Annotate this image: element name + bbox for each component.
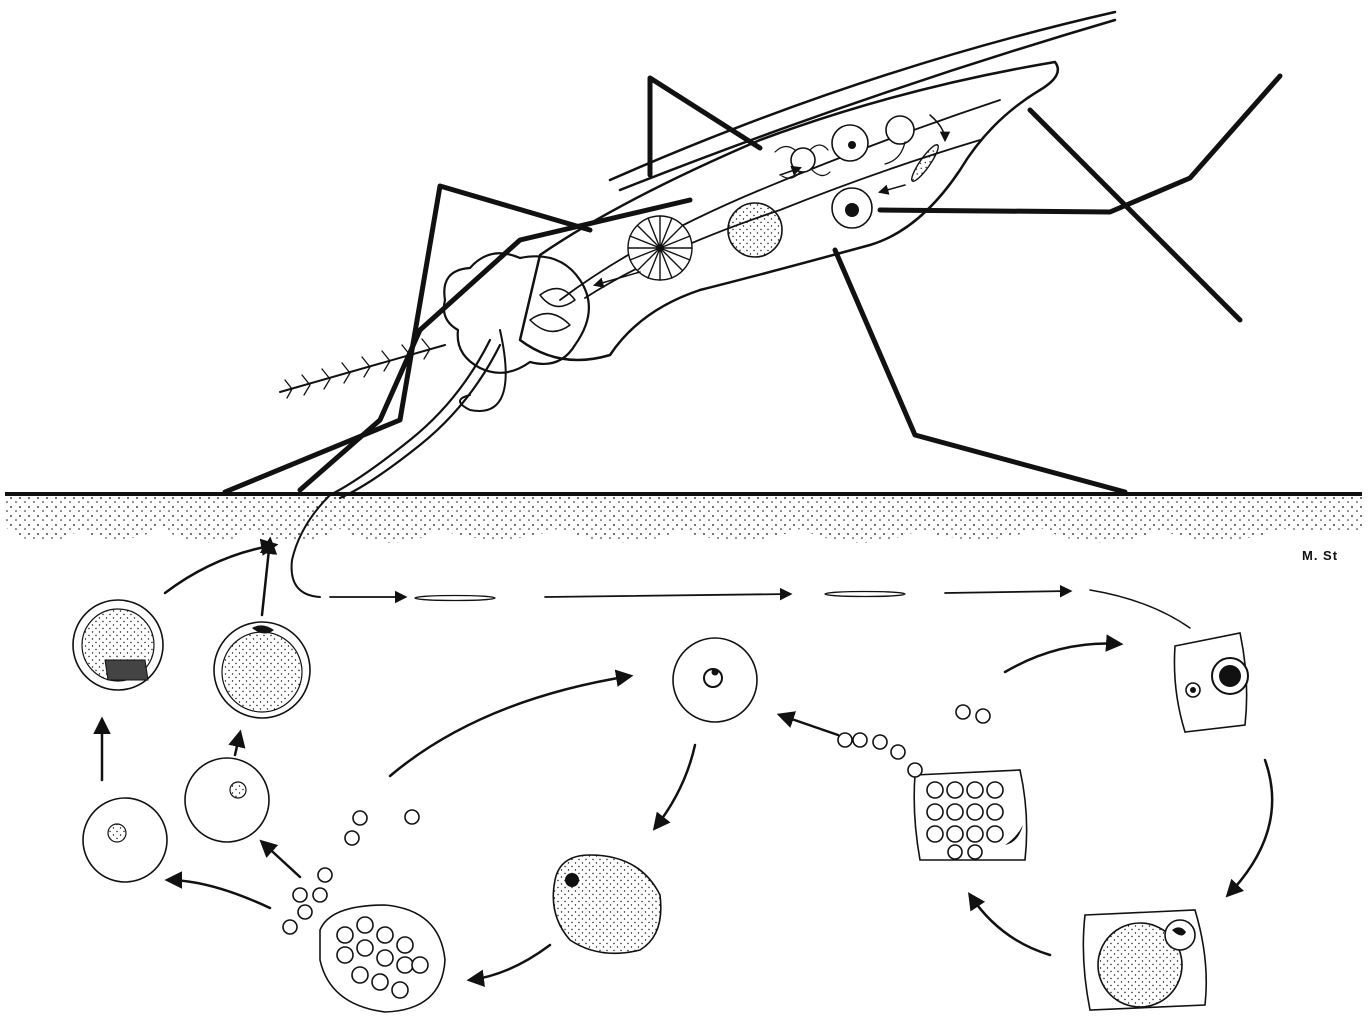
gametocytes bbox=[73, 540, 310, 908]
young-gametocyte-1 bbox=[83, 798, 167, 882]
oocyst bbox=[728, 203, 782, 257]
ookinete bbox=[908, 142, 941, 184]
mosquito bbox=[225, 12, 1280, 498]
oocyst-rupturing bbox=[628, 216, 692, 280]
microgametocyte bbox=[791, 148, 815, 172]
mosquito-head bbox=[444, 253, 589, 372]
trophozoite bbox=[553, 855, 661, 953]
skin-surface bbox=[5, 494, 1362, 543]
sporozoite bbox=[825, 592, 905, 597]
mosquito-antenna bbox=[280, 345, 445, 392]
artist-signature: M. St bbox=[1302, 548, 1338, 563]
sporozoite bbox=[415, 596, 495, 601]
liver-cycle bbox=[780, 633, 1272, 1010]
sporozoite bbox=[1090, 590, 1190, 628]
zygote bbox=[886, 116, 914, 144]
blood-cycle bbox=[283, 638, 757, 1012]
